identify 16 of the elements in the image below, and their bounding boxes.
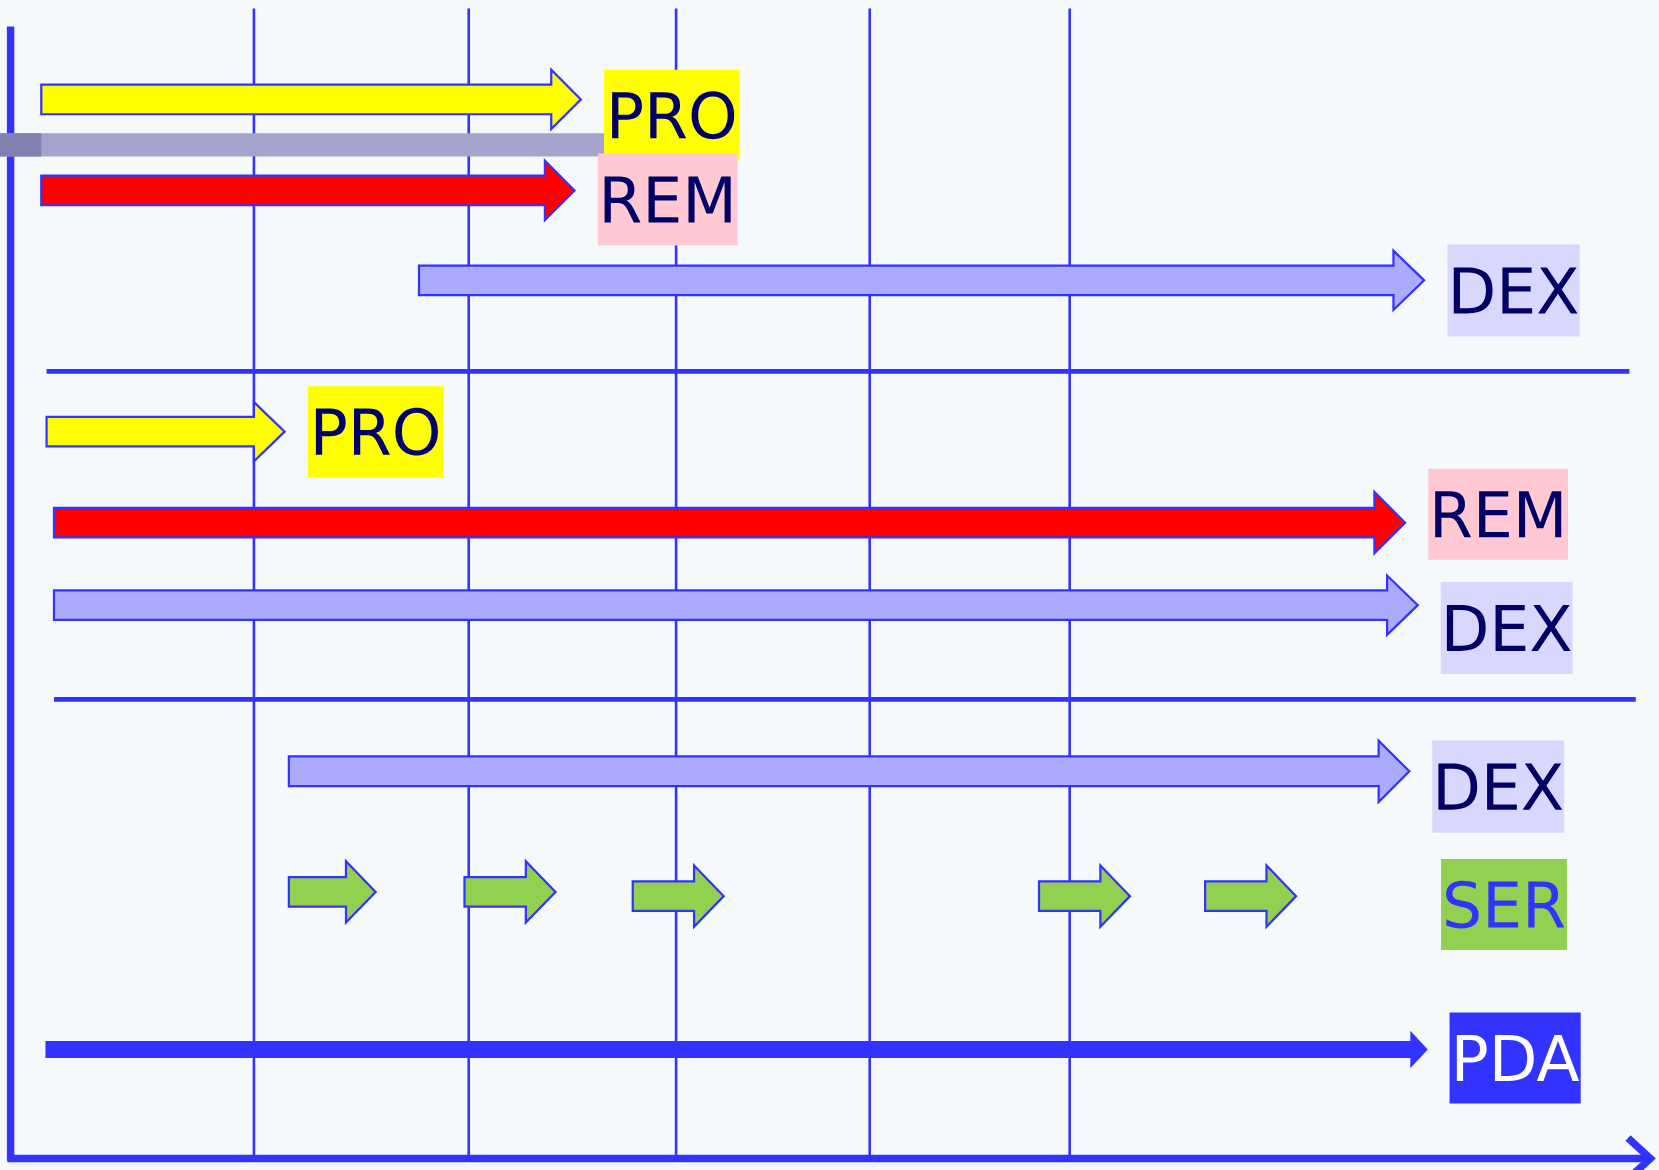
label-box: PRO — [307, 386, 444, 478]
block-arrow — [45, 1030, 1428, 1069]
label-box: SER — [1441, 859, 1567, 950]
label-box: DEX — [1432, 740, 1565, 833]
label-box: REM — [597, 153, 738, 246]
block-arrow — [287, 737, 1411, 805]
label-box: DEX — [1440, 581, 1573, 674]
block-arrow — [45, 399, 287, 464]
block-arrow — [52, 489, 1407, 556]
label-box: REM — [1428, 468, 1569, 560]
label-box: PDA — [1449, 1012, 1581, 1104]
block-arrow — [40, 67, 583, 132]
block-arrow — [52, 572, 1420, 638]
block-arrow — [40, 158, 577, 223]
label-box: DEX — [1447, 244, 1580, 337]
block-arrow — [417, 248, 1426, 313]
